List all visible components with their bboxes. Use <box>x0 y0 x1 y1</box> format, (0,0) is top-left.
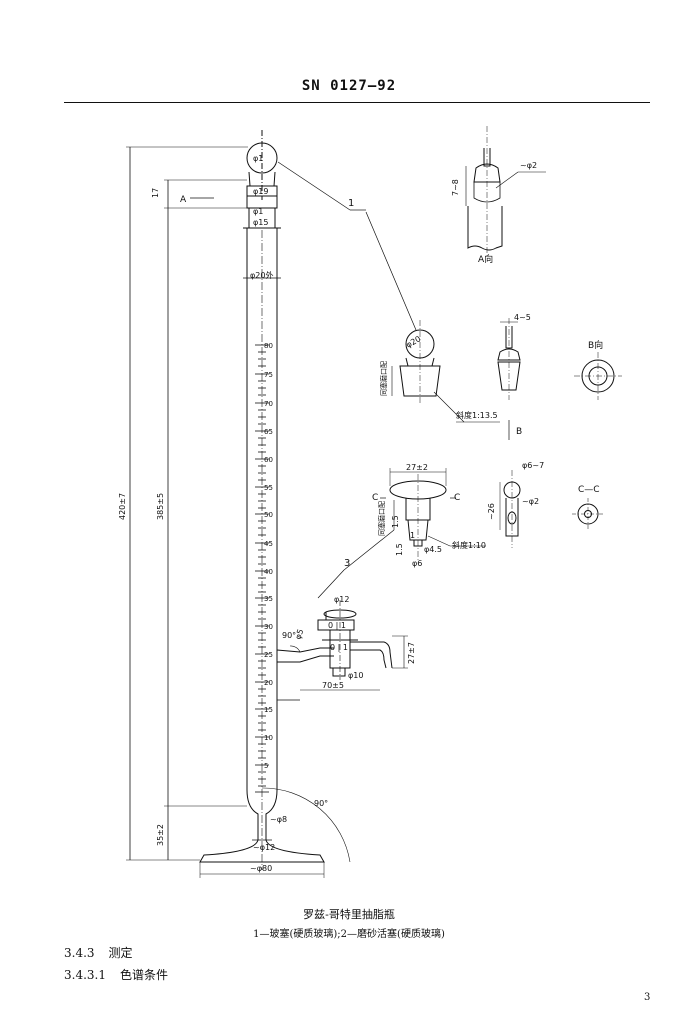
dim-total-height: 420±7 <box>118 493 127 520</box>
dim-graduated-height: 385±5 <box>156 493 165 520</box>
a-view-detail <box>467 148 503 251</box>
scale-label: 40 <box>264 568 273 576</box>
dim-phi-20-stopper: φ20 <box>405 334 423 350</box>
section-number: 3.4.3.1 <box>64 968 106 982</box>
dim-phi-6: φ6 <box>412 559 422 568</box>
scale-label: 55 <box>264 484 273 492</box>
tube-body <box>246 228 278 828</box>
dim-26: ~26 <box>487 503 496 520</box>
b-detail <box>497 326 521 391</box>
section-c-left: C <box>372 493 378 503</box>
header-rule <box>64 102 650 103</box>
section-heading: 3.4.3 测定 <box>64 944 133 961</box>
scale-label: 50 <box>264 511 273 519</box>
dim-27-tap: 27±7 <box>407 642 416 664</box>
scale-label: 25 <box>264 651 273 659</box>
scale-label: 35 <box>264 595 273 603</box>
dim-phi-20-outer: φ20外 <box>250 270 273 280</box>
view-b-label: B向 <box>588 339 603 351</box>
dim-1-5-a: 1.5 <box>391 515 400 528</box>
scale-label: 75 <box>264 371 273 379</box>
dim-phi-12-tap: φ12 <box>334 595 349 604</box>
dim-17: 17 <box>151 188 160 198</box>
section-title: 测定 <box>108 946 133 960</box>
section-number: 3.4.3 <box>64 946 95 960</box>
scale-label: 45 <box>264 540 273 548</box>
dim-phi-2-b: ~φ2 <box>522 497 539 506</box>
tube-foot <box>199 828 325 863</box>
angle-90-a: 90° <box>314 799 328 808</box>
view-b-marker: B <box>516 427 522 437</box>
view-a-marker: A <box>180 195 187 205</box>
dim-phi-6-7: φ6~7 <box>522 461 544 470</box>
scale-label: 20 <box>264 679 273 687</box>
leader-label-1: 1 <box>348 198 354 209</box>
dim-phi-5: φ5 <box>293 628 305 641</box>
grind-note-a: 同塞磨口配 <box>379 361 388 396</box>
scale-label: 15 <box>264 706 273 714</box>
dim-1-5-b: 1.5 <box>395 543 404 556</box>
document-code: SN 0127—92 <box>301 78 397 94</box>
section-title: 色谱条件 <box>119 968 168 982</box>
scale-label: 10 <box>264 734 273 742</box>
dim-0-1-tap-b: 0 | 1 <box>330 643 348 652</box>
dim-0-1-tap: 0 | 1 <box>328 621 346 630</box>
section-cc-label: C—C <box>578 485 600 495</box>
figure-title: 罗兹-哥特里抽脂瓶 <box>303 908 395 921</box>
dim-4-5: 4~5 <box>514 313 531 322</box>
dim-0-1-neck: φ1 <box>253 207 263 216</box>
view-a-label: A向 <box>478 253 493 265</box>
dim-phi-2-a: ~φ2 <box>520 161 537 170</box>
leader-label-3: 3 <box>344 558 350 569</box>
scale-label: 80 <box>264 342 273 350</box>
dim-phi-4-5: φ4.5 <box>424 545 442 554</box>
dim-70: 70±5 <box>322 681 344 690</box>
graduation-ticks <box>255 344 269 793</box>
dim-phi-8: ~φ8 <box>270 815 287 824</box>
dim-0-1-top: φ1 <box>253 154 263 163</box>
scale-label: 60 <box>264 456 273 464</box>
dim-phi-80: ~φ80 <box>250 864 272 873</box>
dim-27: 27±2 <box>406 463 428 472</box>
figure-legend: 1—玻塞(硬质玻璃);2—磨砂活塞(硬质玻璃) <box>253 929 445 940</box>
slope-tap: 斜度1:10 <box>452 540 486 550</box>
dim-phi-12-foot: ~φ12 <box>253 843 275 852</box>
dim-7-8: 7~8 <box>451 179 460 196</box>
dim-phi-10: φ10 <box>348 671 363 680</box>
dim-phi-15: φ15 <box>253 218 268 227</box>
page-number: 3 <box>644 992 651 1003</box>
scale-label: 5 <box>264 762 268 770</box>
scale-label: 65 <box>264 428 273 436</box>
angle-90-b: 90° <box>282 631 296 640</box>
dim-phi-19: φ19 <box>253 187 268 196</box>
technical-drawing: φ1 φ19 φ1 φ15 φ20外 17 A 420±7 385±5 35±2… <box>118 126 622 878</box>
dim-foot-height: 35±2 <box>156 824 165 846</box>
side-arm <box>276 647 334 663</box>
section-c-right: C <box>454 493 460 503</box>
slope-stopper: 斜度1:13.5 <box>456 410 498 420</box>
section-heading: 3.4.3.1 色谱条件 <box>64 966 168 983</box>
grind-note-b: 同塞磨口配 <box>377 501 386 536</box>
tube-neck <box>246 185 278 209</box>
scale-label: 30 <box>264 623 273 631</box>
dim-1: 1 <box>410 531 415 540</box>
scale-label: 70 <box>264 400 273 408</box>
